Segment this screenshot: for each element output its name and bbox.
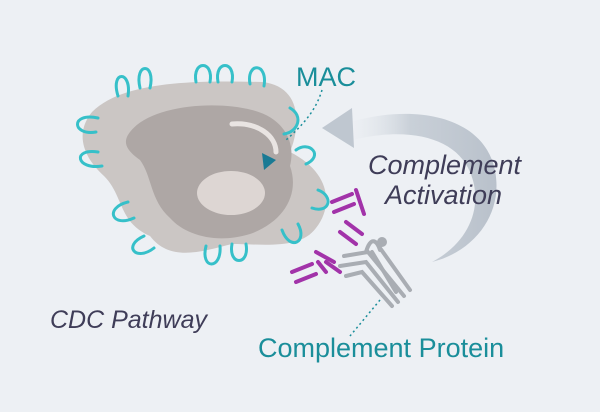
complement-protein-leader-line [349, 299, 381, 337]
mac-channel [248, 66, 266, 88]
mac-channel [131, 234, 156, 255]
mac-channel [111, 200, 136, 223]
mac-channel [114, 75, 130, 98]
mac-leader-line [285, 89, 323, 141]
cell-nucleus [197, 171, 265, 215]
mac-arrowhead [262, 153, 276, 170]
cdc-pathway-label: CDC Pathway [50, 306, 207, 334]
antibody [330, 188, 366, 246]
antibody [290, 250, 342, 284]
mac-channel [282, 106, 300, 136]
mac-channel [78, 150, 104, 168]
complement-activation-label-line1: Complement [368, 150, 522, 180]
complement-protein-label: Complement Protein [258, 333, 505, 363]
mac-channel [294, 145, 316, 166]
target-cell [82, 81, 327, 253]
antibodies [290, 188, 366, 284]
mac-channel [216, 64, 234, 84]
mac-channel [203, 244, 222, 266]
mac-channel [310, 188, 330, 211]
cell-highlight [229, 121, 279, 155]
activation-arrowhead [322, 108, 354, 148]
mac-channel [76, 115, 100, 134]
mac-channel [194, 64, 212, 84]
mac-channel [280, 222, 303, 244]
mac-label: MAC [296, 62, 356, 92]
membrane-channels [76, 64, 330, 266]
mac-channel [137, 67, 153, 90]
complement-activation-label-line2: Activation [385, 180, 503, 210]
complement-protein-shape [338, 237, 412, 308]
activation-arrow-body [340, 113, 497, 262]
activation-arrow [322, 108, 497, 262]
mac-channel [230, 242, 248, 262]
